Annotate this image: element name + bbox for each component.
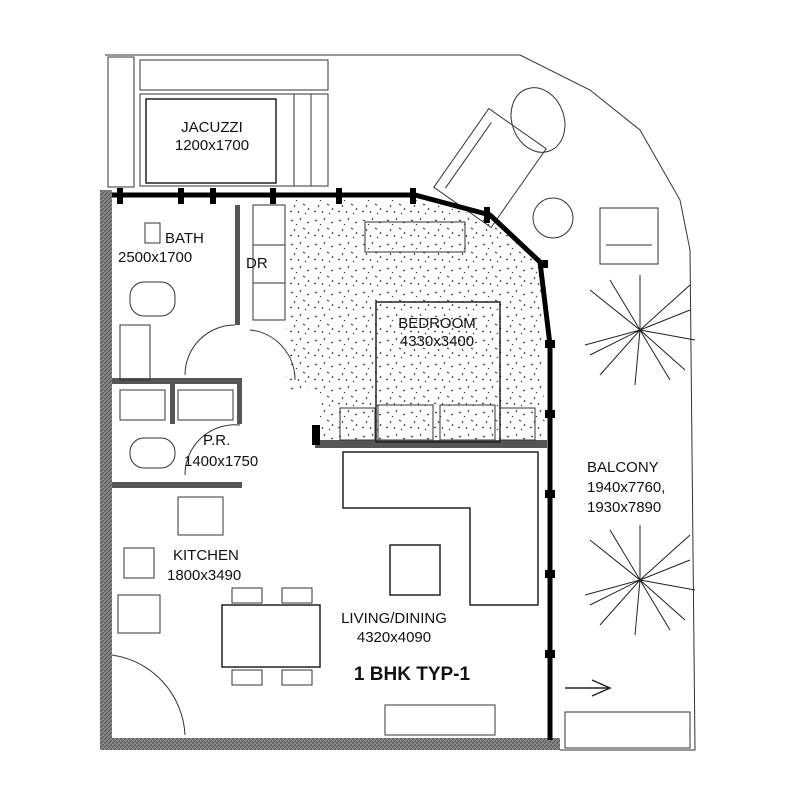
pr-size: 1400x1750 <box>184 453 258 470</box>
shower-icon <box>144 222 161 244</box>
bedroom-label: BEDROOM <box>398 315 476 332</box>
west-wall <box>100 190 112 745</box>
plant-icon <box>584 275 696 386</box>
plan-title: 1 BHK TYP-1 <box>354 664 471 685</box>
dr-label: DR <box>246 255 268 272</box>
bath-door-swing <box>184 324 236 376</box>
mullions <box>117 188 555 658</box>
tv-unit <box>364 221 466 253</box>
cooktop-icon <box>177 496 224 536</box>
tv-console <box>384 704 496 736</box>
balcony-stool <box>532 197 574 239</box>
balcony-size-1: 1940x7760, <box>587 479 665 496</box>
balcony-outline <box>105 54 696 751</box>
bedroom-floor <box>285 200 545 440</box>
planter <box>564 711 691 749</box>
pr-label: P.R. <box>203 432 230 449</box>
jacuzzi-size: 1200x1700 <box>175 137 249 154</box>
sofa <box>342 451 539 606</box>
balcony-chair <box>599 207 659 265</box>
wc-icon <box>129 281 176 317</box>
pr-wc-icon <box>129 437 176 469</box>
jacuzzi-label: JACUZZI <box>181 119 243 136</box>
bedroom-size: 4330x3400 <box>400 333 474 350</box>
bedroom-door-swing <box>249 329 296 381</box>
entry-door-swing <box>111 654 186 736</box>
dining-chairs <box>231 587 313 686</box>
south-wall <box>100 738 560 750</box>
fridge <box>117 594 161 634</box>
kitchen-size: 1800x3490 <box>167 567 241 584</box>
bed <box>375 301 501 443</box>
sink-icon <box>123 547 155 579</box>
arrow-icon <box>565 679 612 697</box>
kitchen-label: KITCHEN <box>173 547 239 564</box>
interior-walls <box>112 204 547 488</box>
balcony-label: BALCONY <box>587 459 659 476</box>
living-size: 4320x4090 <box>357 629 431 646</box>
jacuzzi: JACUZZI 1200x1700 <box>107 56 329 188</box>
balcony-table <box>510 87 566 153</box>
dining-table <box>221 604 321 668</box>
plant-icon <box>584 525 696 636</box>
balcony-size-2: 1930x7890 <box>587 499 661 516</box>
basin-icon <box>119 324 151 381</box>
bath-size: 2500x1700 <box>118 249 192 266</box>
pr-door-swing <box>184 424 241 476</box>
coffee-table <box>389 544 441 596</box>
bath-label: BATH <box>165 230 204 247</box>
living-label: LIVING/DINING <box>341 610 447 627</box>
